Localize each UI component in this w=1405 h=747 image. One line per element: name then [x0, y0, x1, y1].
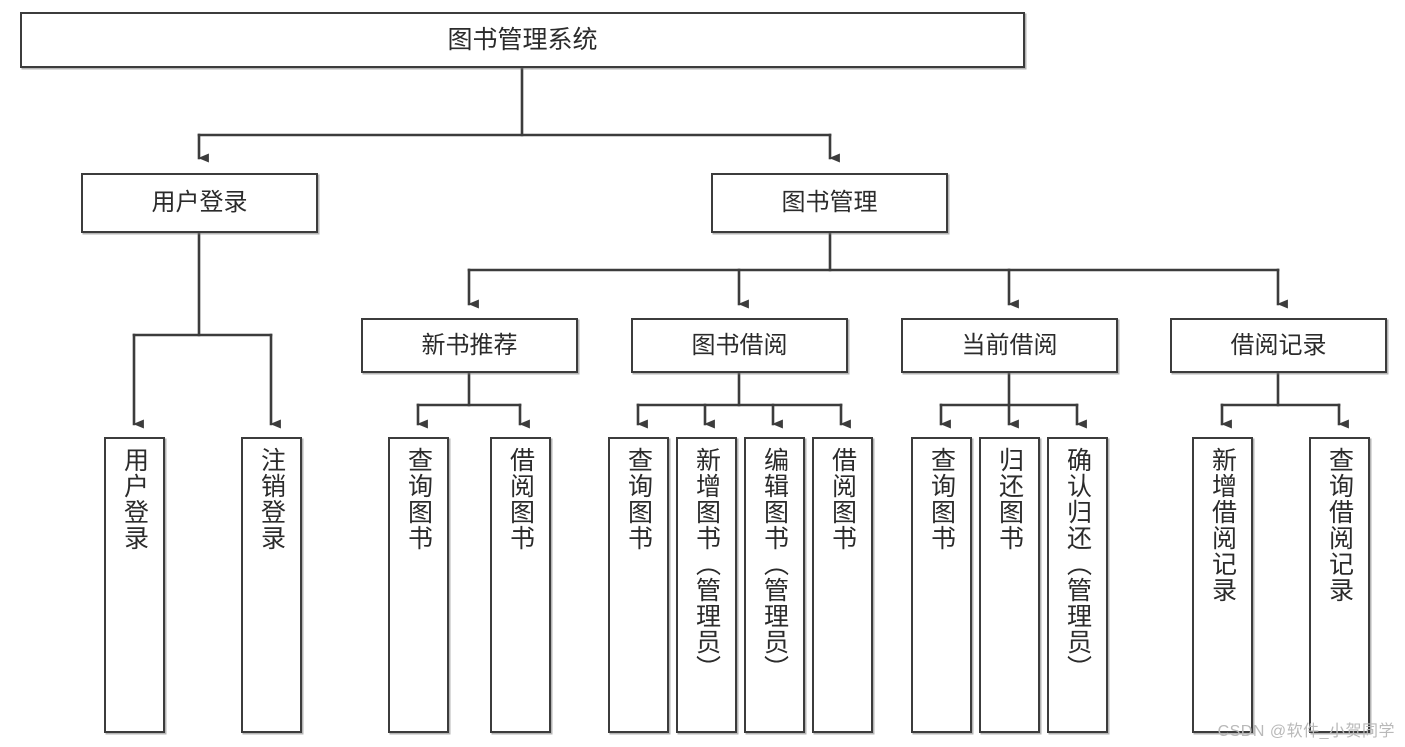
node-new-book-rec-label: 新书推荐	[421, 331, 518, 359]
leaf-query-record[interactable]: 查询借阅记录	[1309, 437, 1370, 733]
leaf-add-book[interactable]: 新增图书（管理员）	[676, 437, 737, 733]
node-book-manage[interactable]: 图书管理	[711, 173, 948, 233]
node-borrow-record[interactable]: 借阅记录	[1170, 318, 1387, 373]
leaf-borrow-book-2-label: 借阅图书	[828, 447, 857, 551]
leaf-edit-book-label: 编辑图书（管理员）	[760, 447, 789, 681]
leaf-logout-login-label: 注销登录	[257, 447, 286, 551]
leaf-add-book-label: 新增图书（管理员）	[692, 447, 721, 681]
leaf-query-book-3-label: 查询图书	[927, 447, 956, 551]
leaf-query-book-3[interactable]: 查询图书	[911, 437, 972, 733]
leaf-borrow-book-2[interactable]: 借阅图书	[812, 437, 873, 733]
leaf-logout-login[interactable]: 注销登录	[241, 437, 302, 733]
node-current-borrow[interactable]: 当前借阅	[901, 318, 1118, 373]
node-new-book-rec[interactable]: 新书推荐	[361, 318, 578, 373]
node-book-borrow-label: 图书借阅	[691, 331, 788, 359]
leaf-add-record[interactable]: 新增借阅记录	[1192, 437, 1253, 733]
leaf-query-book-1-label: 查询图书	[404, 447, 433, 551]
node-root[interactable]: 图书管理系统	[20, 12, 1025, 68]
node-user-login[interactable]: 用户登录	[81, 173, 318, 233]
leaf-add-record-label: 新增借阅记录	[1208, 447, 1237, 603]
leaf-user-login-label: 用户登录	[120, 447, 149, 551]
leaf-confirm-return-label: 确认归还（管理员）	[1063, 447, 1092, 681]
watermark-text: CSDN @软件_小贺同学	[1217, 723, 1395, 740]
leaf-query-book-2-label: 查询图书	[624, 447, 653, 551]
leaf-return-book-label: 归还图书	[995, 447, 1024, 551]
leaf-query-record-label: 查询借阅记录	[1325, 447, 1354, 603]
leaf-edit-book[interactable]: 编辑图书（管理员）	[744, 437, 805, 733]
leaf-query-book-1[interactable]: 查询图书	[388, 437, 449, 733]
leaf-confirm-return[interactable]: 确认归还（管理员）	[1047, 437, 1108, 733]
node-book-borrow[interactable]: 图书借阅	[631, 318, 848, 373]
leaf-borrow-book-1[interactable]: 借阅图书	[490, 437, 551, 733]
leaf-borrow-book-1-label: 借阅图书	[506, 447, 535, 551]
node-current-borrow-label: 当前借阅	[961, 331, 1058, 359]
node-borrow-record-label: 借阅记录	[1230, 331, 1327, 359]
leaf-query-book-2[interactable]: 查询图书	[608, 437, 669, 733]
node-root-label: 图书管理系统	[447, 25, 598, 54]
node-user-login-label: 用户登录	[151, 189, 248, 217]
leaf-user-login[interactable]: 用户登录	[104, 437, 165, 733]
node-book-manage-label: 图书管理	[781, 189, 878, 217]
leaf-return-book[interactable]: 归还图书	[979, 437, 1040, 733]
